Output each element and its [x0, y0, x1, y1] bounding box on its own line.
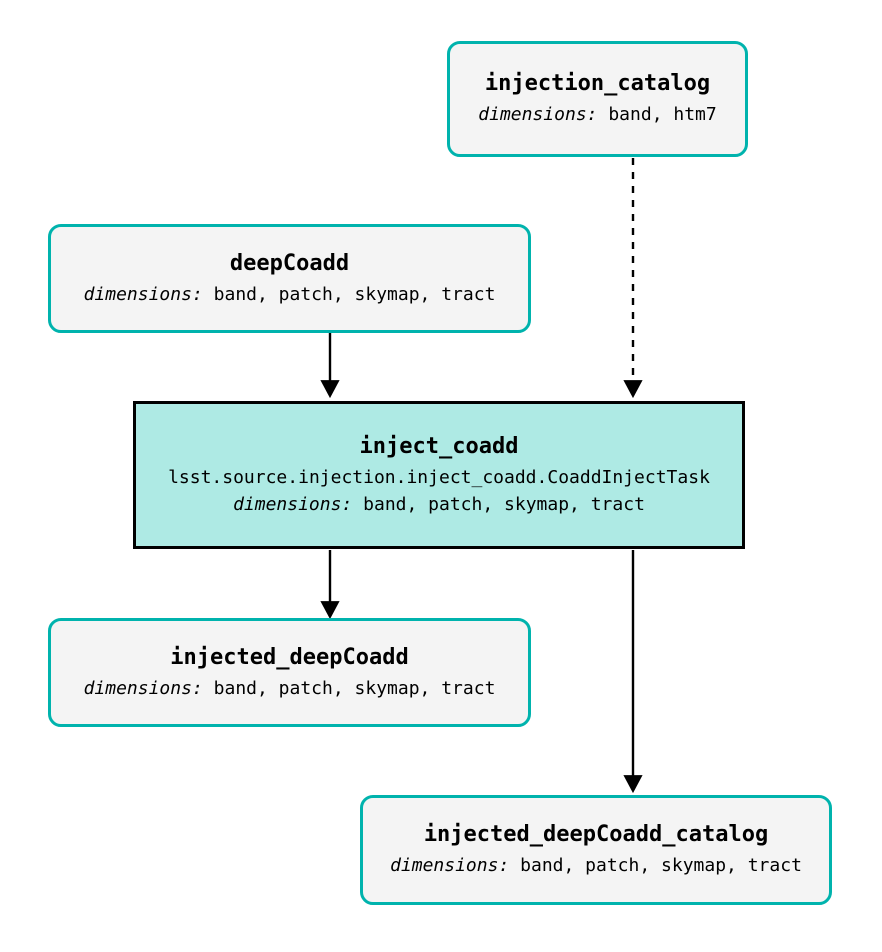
- dimensions-value: band, htm7: [608, 104, 717, 126]
- node-inject-coadd-title: inject_coadd: [359, 433, 519, 459]
- node-inject-coadd[interactable]: inject_coadd lsst.source.injection.injec…: [133, 401, 745, 549]
- node-inject-coadd-class: lsst.source.injection.inject_coadd.Coadd…: [168, 466, 710, 488]
- dimensions-label: dimensions:: [233, 493, 353, 515]
- node-injected-deepcoadd-title: injected_deepCoadd: [170, 644, 409, 670]
- dimensions-label: dimensions:: [83, 677, 203, 699]
- node-injection-catalog-title: injection_catalog: [484, 71, 711, 97]
- dimensions-value: band, patch, skymap, tract: [363, 493, 645, 515]
- node-deepcoadd-title: deepCoadd: [229, 250, 350, 276]
- node-inject-coadd-dimensions: dimensions: band, patch, skymap, tract: [233, 493, 645, 516]
- node-deepcoadd-dimensions: dimensions: band, patch, skymap, tract: [83, 283, 496, 306]
- dimensions-value: band, patch, skymap, tract: [213, 283, 496, 305]
- dimensions-label: dimensions:: [83, 283, 203, 305]
- node-injected-deepcoadd-catalog[interactable]: injected_deepCoadd_catalog dimensions: b…: [360, 795, 832, 905]
- dimensions-label: dimensions:: [478, 104, 598, 126]
- node-injected-deepcoadd-dimensions: dimensions: band, patch, skymap, tract: [83, 677, 496, 700]
- dimensions-value: band, patch, skymap, tract: [213, 677, 496, 699]
- node-injected-deepcoadd[interactable]: injected_deepCoadd dimensions: band, pat…: [48, 618, 531, 727]
- node-deepcoadd[interactable]: deepCoadd dimensions: band, patch, skyma…: [48, 224, 531, 333]
- node-injection-catalog-dimensions: dimensions: band, htm7: [478, 104, 717, 126]
- node-injected-deepcoadd-catalog-dimensions: dimensions: band, patch, skymap, tract: [390, 855, 802, 877]
- node-injection-catalog[interactable]: injection_catalog dimensions: band, htm7: [447, 41, 748, 157]
- node-injected-deepcoadd-catalog-title: injected_deepCoadd_catalog: [423, 822, 769, 848]
- dimensions-label: dimensions:: [390, 855, 510, 877]
- dimensions-value: band, patch, skymap, tract: [520, 855, 802, 877]
